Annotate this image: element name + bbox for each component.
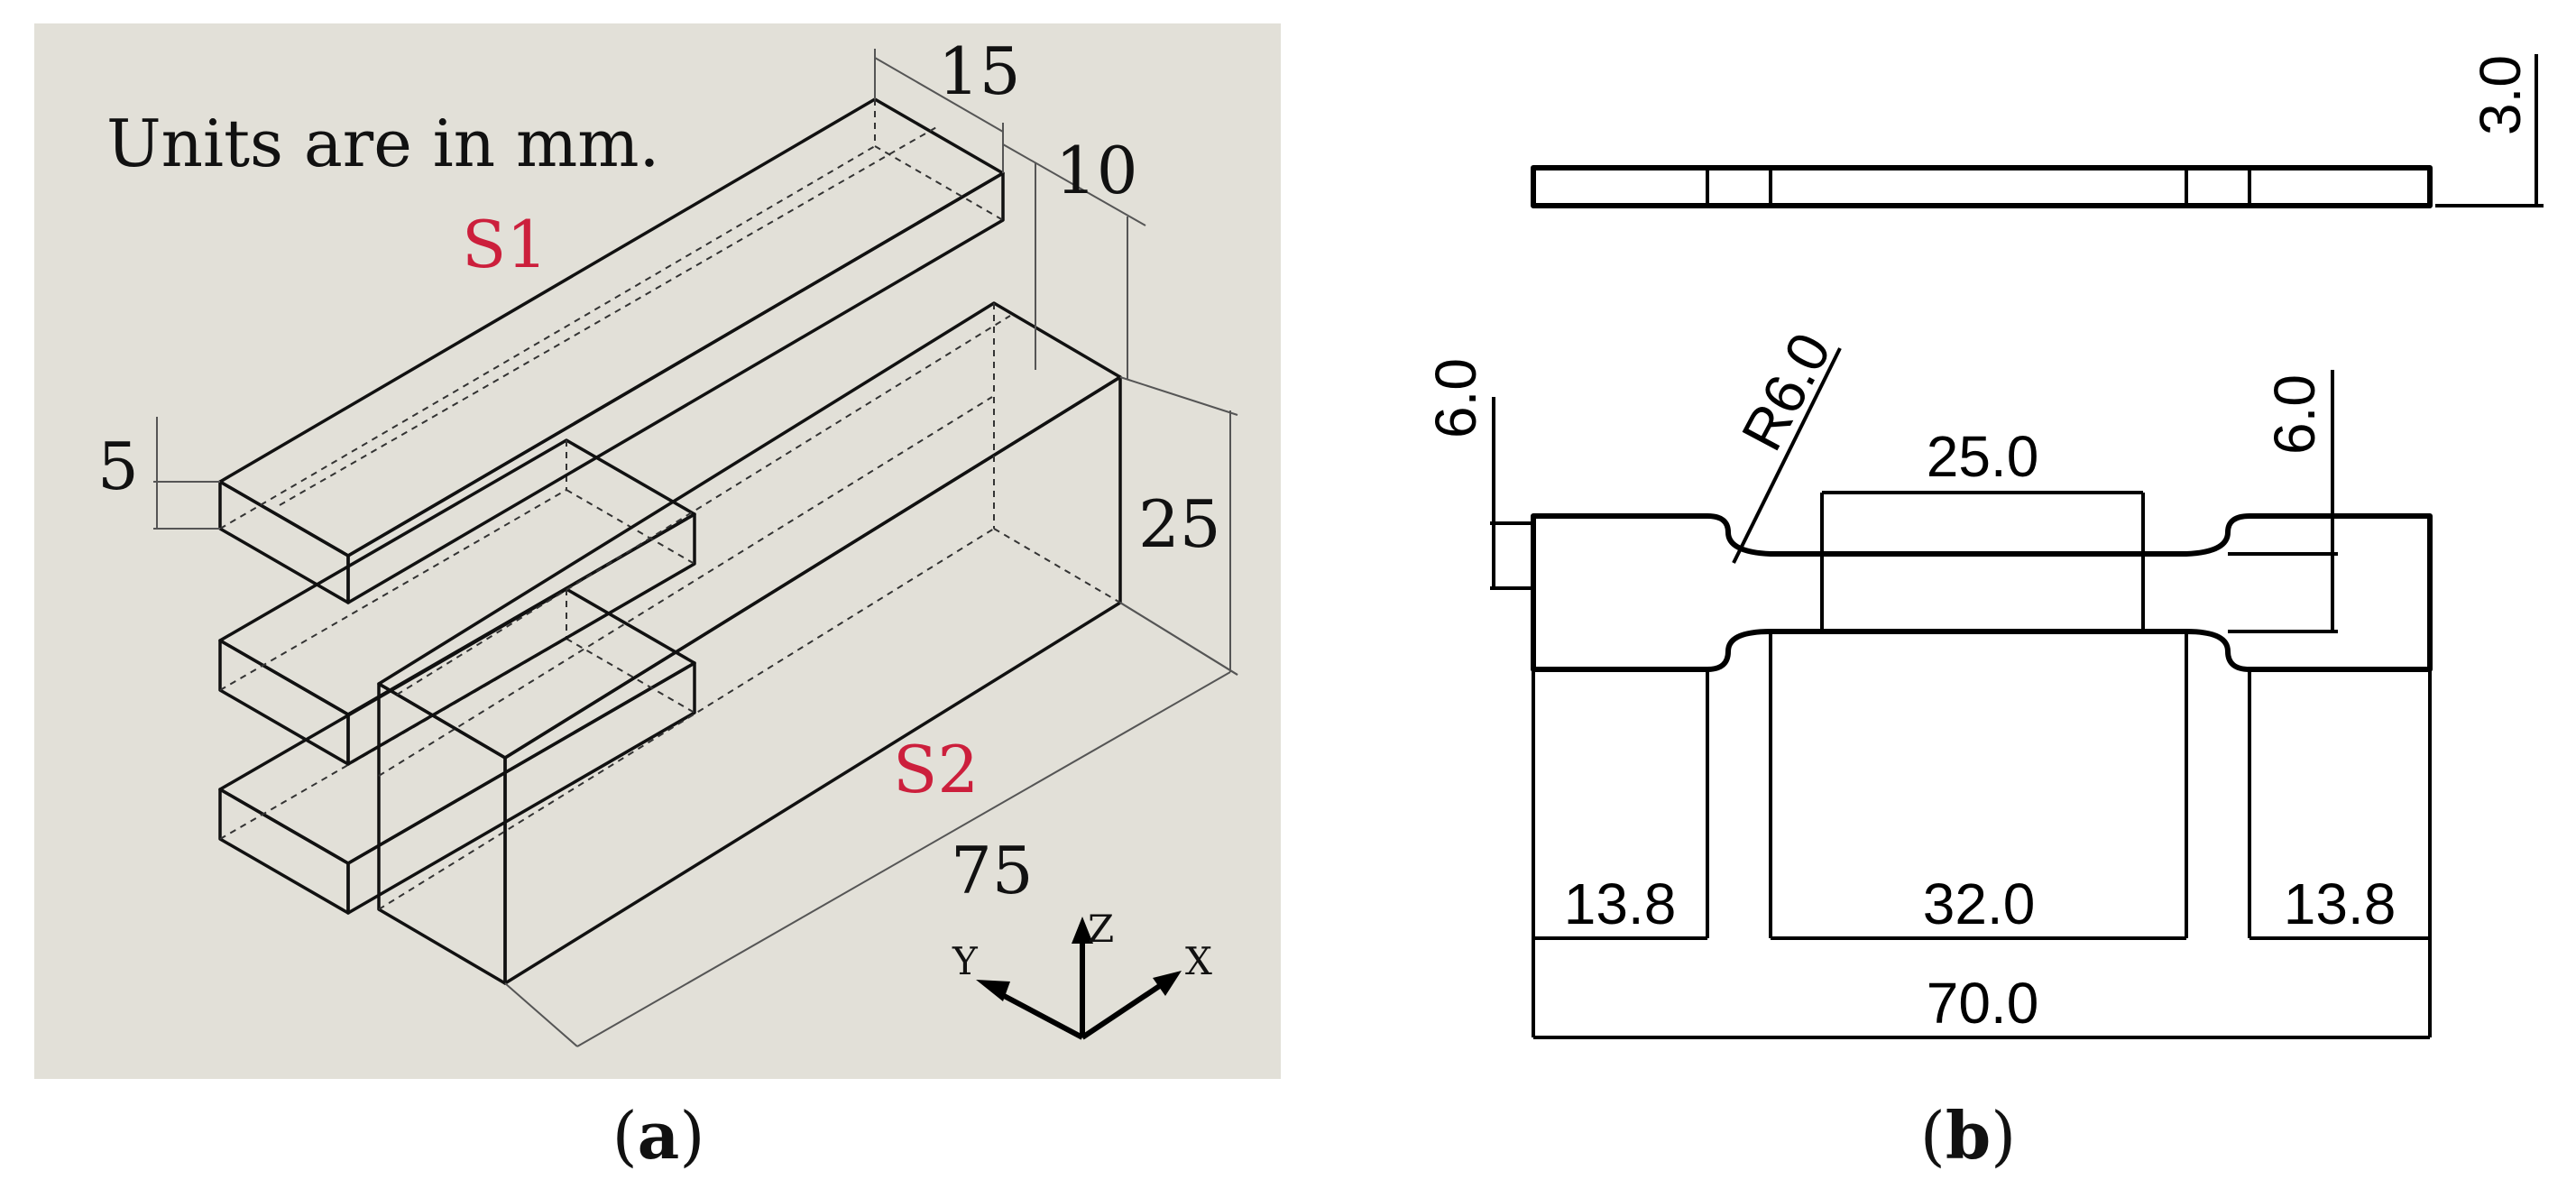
middle-block <box>218 438 696 766</box>
panel-a: Units are in mm. S1 S2 15 10 5 25 75 Z X… <box>34 23 1281 1079</box>
dim-13-8-right: 13.8 <box>2284 871 2397 936</box>
dim-32-0: 32.0 <box>1923 871 2036 936</box>
caption-b: (b) <box>1920 1097 2017 1174</box>
panel-b-dimensions <box>1490 347 2432 1039</box>
dim-10: 10 <box>1055 133 1138 208</box>
s1-label: S1 <box>462 207 547 282</box>
units-note: Units are in mm. <box>106 106 659 181</box>
dogbone-profile <box>1531 513 2433 672</box>
dim-70-0: 70.0 <box>1927 971 2039 1036</box>
dim-25-0: 25.0 <box>1927 424 2039 489</box>
axis-z-label: Z <box>1088 907 1114 951</box>
axis-y-label: Y <box>952 939 979 983</box>
dim-6-0-right: 6.0 <box>2262 374 2327 455</box>
s2-label: S2 <box>893 732 979 807</box>
dim-6-0-left: 6.0 <box>1423 358 1488 438</box>
caption-a-letter: a <box>638 1097 680 1174</box>
dim-15: 15 <box>938 33 1021 109</box>
dim-25: 25 <box>1138 486 1221 562</box>
dim-75: 75 <box>951 833 1034 908</box>
dim-3-0: 3.0 <box>2468 55 2533 135</box>
dim-5: 5 <box>97 429 139 504</box>
svg-text:(b): (b) <box>1920 1097 2017 1174</box>
panel-b: 3.0 <box>1423 54 2544 1039</box>
side-view <box>1531 54 2544 208</box>
svg-text:(a): (a) <box>612 1097 705 1174</box>
caption-b-letter: b <box>1946 1097 1991 1174</box>
dim-r6-0: R6.0 <box>1729 322 1844 460</box>
caption-a: (a) <box>612 1097 705 1174</box>
coordinate-axes <box>976 917 1182 1040</box>
panel-a-dimensions <box>153 49 1238 1047</box>
axis-x-label: X <box>1185 939 1212 983</box>
panel-a-background <box>34 23 1281 1079</box>
dim-13-8-left: 13.8 <box>1564 871 1677 936</box>
